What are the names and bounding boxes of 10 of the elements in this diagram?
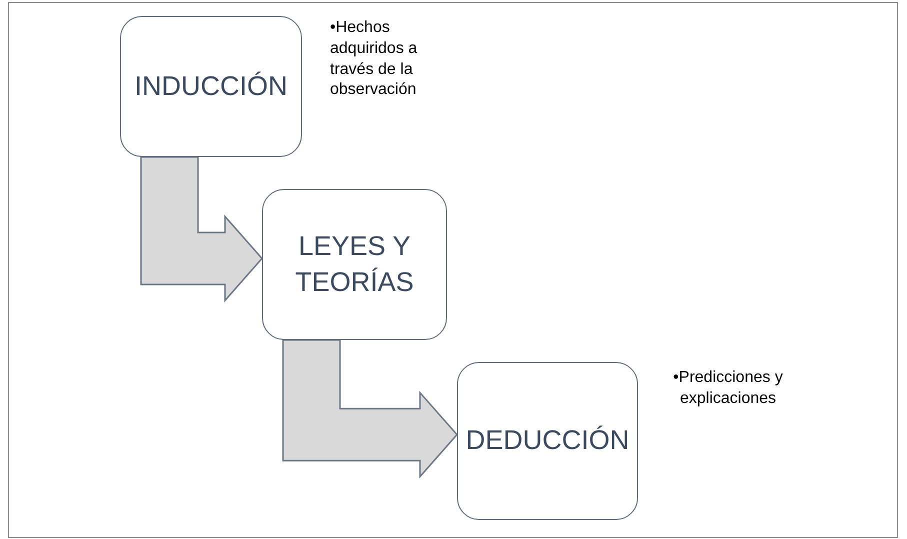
bent-block-arrow bbox=[282, 339, 458, 479]
rounded-box bbox=[120, 16, 302, 157]
rounded-box bbox=[457, 362, 638, 520]
bent-block-arrow bbox=[140, 156, 263, 302]
box-title: INDUCCIÓN bbox=[134, 70, 288, 103]
rounded-box bbox=[262, 189, 447, 340]
box-title: LEYES Y TEORÍAS bbox=[294, 230, 415, 298]
bullet-note: •Hechos adquiridos a través de la observación bbox=[330, 18, 418, 100]
bullet-note: •Predicciones y explicaciones bbox=[672, 368, 784, 409]
box-title: DEDUCCIÓN bbox=[466, 424, 630, 458]
